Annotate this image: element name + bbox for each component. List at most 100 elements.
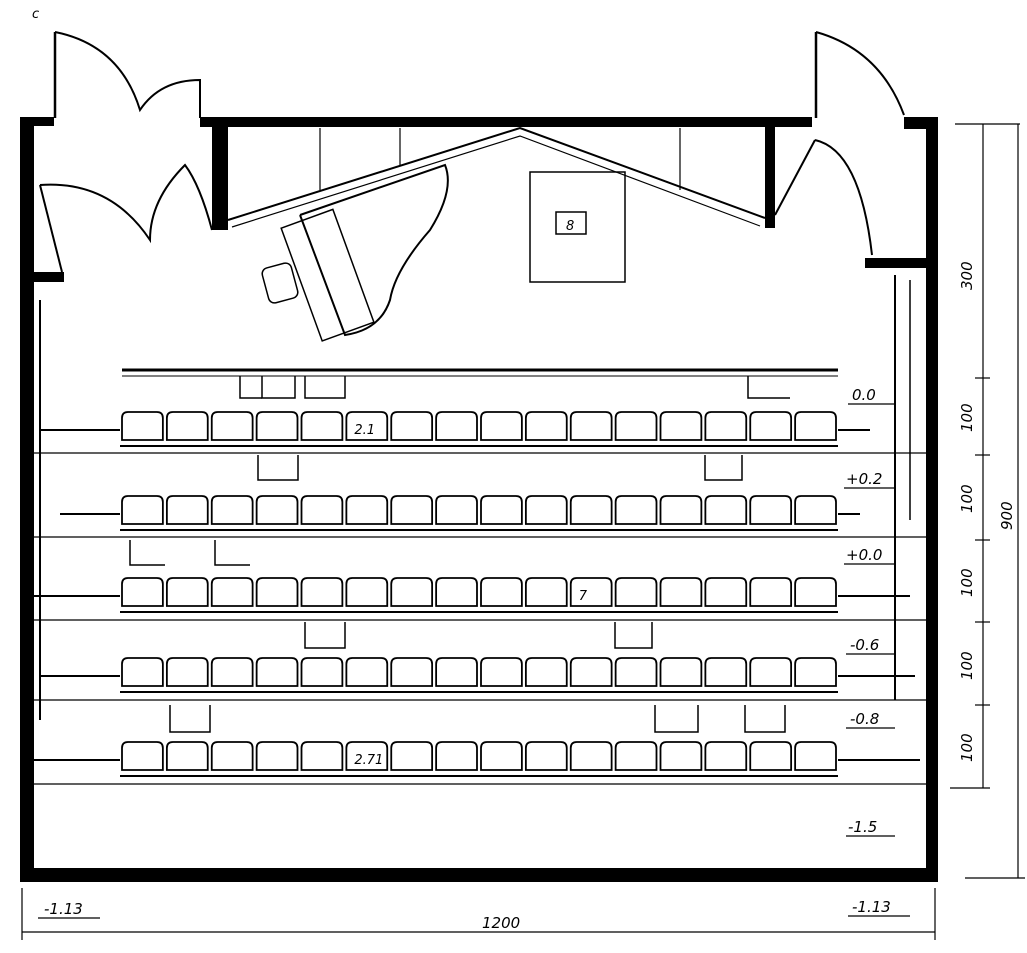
seat-number-label: 7 [579,589,588,604]
seat [435,741,478,771]
seat [524,411,568,441]
front-rail [122,368,838,399]
seat [121,495,164,525]
seat [121,741,164,771]
seat [255,495,299,525]
outer-walls [20,117,938,882]
seat [480,495,523,525]
seat [524,657,568,687]
seat [480,411,523,441]
height-segment-1: 300 [958,261,976,290]
seat [569,741,613,771]
seat [794,411,837,441]
seat [165,741,209,771]
seat-row-3: 7 [30,577,926,621]
seat-number-label: 2.71 [354,753,383,768]
seat-row-5: 2.71 [30,741,926,785]
seat-row-1: 2.1 [34,411,926,454]
seat [614,495,658,525]
seat [435,495,478,525]
seat [569,411,613,441]
seat [210,577,254,607]
width-dimension: 1200 [21,888,936,940]
seat [749,741,793,771]
level-label-row4: -0.6 [850,636,879,654]
seat-row-2 [34,495,926,538]
seat [255,411,299,441]
corner-mark: c [32,7,39,22]
seat [345,411,389,441]
seat [165,657,209,687]
seat [210,495,254,525]
seat [300,495,344,525]
seat [480,741,523,771]
level-label-row2: +0.2 [846,470,882,488]
seat [749,495,793,525]
seat [390,657,434,687]
seat [749,657,793,687]
seat [614,741,658,771]
height-segment-3: 100 [958,484,976,513]
seat [704,657,748,687]
seat [210,657,254,687]
level-marks: 0.0 +0.2 +0.0 -0.6 -0.8 -1.5 -1.13 -1.13 [38,386,910,919]
seat [435,411,478,441]
seat [659,495,703,525]
height-dimensions: 900 300 100 100 100 100 100 [950,123,1025,879]
seat [255,577,299,607]
seat [794,741,837,771]
seat [121,411,164,441]
seat [345,495,389,525]
seat [165,495,209,525]
height-segment-6: 100 [958,733,976,762]
seat [390,411,434,441]
seat [210,411,254,441]
seat [704,741,748,771]
seat [300,741,344,771]
seat [480,657,523,687]
level-label-floor: -1.5 [848,818,877,836]
seat [524,741,568,771]
seat [569,577,613,607]
seat [345,577,389,607]
seat [569,495,613,525]
seat-number-label: 2.1 [354,423,375,438]
seat [480,577,523,607]
seat [749,411,793,441]
seat [749,577,793,607]
seat [524,495,568,525]
seat [165,411,209,441]
seat [300,411,344,441]
height-segment-2: 100 [958,403,976,432]
seat [794,495,837,525]
seat [435,577,478,607]
aisle-steps [129,455,786,733]
seat [704,411,748,441]
seat [659,411,703,441]
seat [569,657,613,687]
organ-console [261,163,449,342]
seat [255,741,299,771]
seat-row-4 [34,657,926,701]
level-label-row5: -0.8 [850,710,879,728]
level-label-right-corner: -1.13 [852,898,891,916]
seat [435,657,478,687]
seat [345,741,389,771]
seat [614,411,658,441]
seat [390,741,434,771]
seat [794,657,837,687]
height-segment-4: 100 [958,568,976,597]
seat [659,741,703,771]
seating-rows: 2.1 7 2.71 [30,411,926,785]
seat [390,577,434,607]
seat [345,657,389,687]
seat [300,577,344,607]
level-label-row1: 0.0 [852,386,876,404]
seat [659,657,703,687]
seat [704,577,748,607]
seat [210,741,254,771]
seat [300,657,344,687]
seat [794,577,837,607]
seat [659,577,703,607]
